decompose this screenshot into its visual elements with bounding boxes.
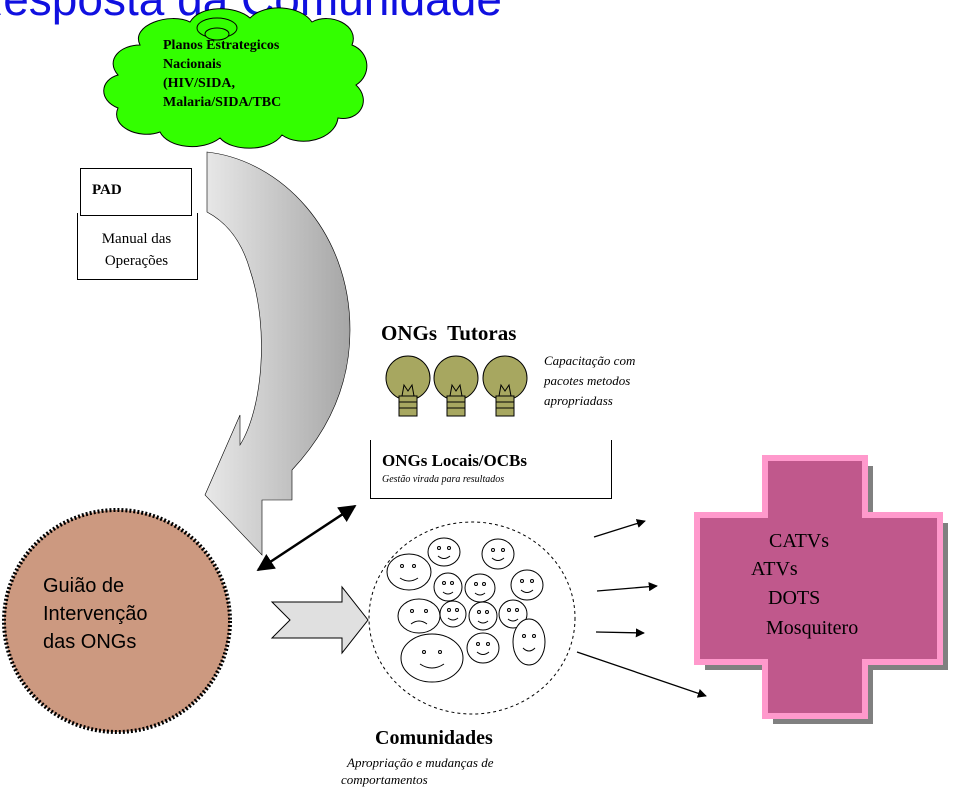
outcome-arrow — [595, 628, 645, 638]
cross-item-atvs: ATVs — [751, 558, 798, 580]
guiao-line: das ONGs — [43, 631, 137, 653]
manual-line: Operações — [104, 253, 169, 269]
comunidades-note-line: comportamentos — [341, 772, 428, 787]
smiley-face-icon — [468, 601, 498, 631]
community-circle — [368, 521, 576, 715]
cloud-line: Planos Estrategicos — [163, 38, 280, 53]
smiley-face-icon — [427, 537, 461, 567]
comunidades-note-line: Apropriação e mudanças de — [347, 755, 494, 770]
smiley-face-icon — [464, 573, 496, 603]
smiley-face-icon — [397, 598, 441, 634]
lightbulb-icon — [482, 355, 528, 417]
comunidades-note: Apropriação e mudanças de comportamentos — [341, 754, 494, 788]
manual-line: Manual das — [101, 231, 172, 247]
tutoras-note: Capacitação com pacotes metodos apropria… — [544, 351, 635, 411]
locais-box — [370, 440, 612, 499]
smiley-face-icon — [386, 553, 432, 591]
double-arrow — [256, 504, 357, 572]
cross-item-dots: DOTS — [768, 587, 821, 609]
outcome-arrows — [576, 519, 707, 698]
manual-document-box — [77, 213, 198, 280]
smiley-face-icon — [400, 633, 464, 683]
guiao-label: Guião de Intervenção das ONGs — [43, 572, 148, 656]
pad-label: PAD — [92, 182, 122, 198]
tutoras-note-line: apropriadass — [544, 393, 613, 408]
smiley-face-icon — [512, 618, 546, 666]
outcome-arrow — [593, 519, 646, 538]
tutoras-note-line: Capacitação com — [544, 353, 636, 368]
smiley-face-icon — [433, 572, 463, 602]
cross-item-mosquitero: Mosquitero — [766, 617, 859, 639]
block-arrow — [270, 585, 369, 655]
cloud-shape — [103, 7, 368, 149]
smiley-face-icon — [510, 569, 544, 601]
locais-heading: ONGs Locais/OCBs — [382, 451, 527, 470]
smiley-face-icon — [466, 632, 500, 664]
outcome-arrow — [596, 582, 658, 592]
plus-cross-shape — [694, 455, 943, 719]
comunidades-heading: Comunidades — [375, 727, 493, 749]
tutoras-heading: ONGs Tutoras — [381, 321, 517, 345]
locais-note: Gestão virada para resultados — [382, 474, 505, 485]
cloud-line: Malaria/SIDA/TBC — [163, 95, 282, 110]
smiley-face-icon — [439, 600, 467, 628]
lightbulb-icon — [385, 355, 431, 417]
cloud-label: Planos Estrategicos Nacionais (HIV/SIDA,… — [163, 36, 281, 112]
guiao-ellipse — [2, 508, 232, 734]
lightbulb-icon — [433, 355, 479, 417]
guiao-line: Guião de — [43, 575, 125, 597]
pad-document-box — [80, 168, 192, 216]
cloud-line: (HIV/SIDA, — [163, 76, 235, 91]
cloud-line: Nacionais — [163, 57, 222, 72]
manual-label: Manual das Operações — [77, 228, 196, 272]
guiao-line: Intervenção — [43, 603, 148, 625]
outcome-arrow — [576, 651, 707, 698]
cross-item-catvs: CATVs — [769, 530, 830, 552]
curved-arrow — [204, 151, 351, 556]
smiley-face-icon — [498, 599, 528, 629]
tutoras-note-line: pacotes metodos — [544, 373, 631, 388]
smiley-face-icon — [481, 538, 515, 570]
